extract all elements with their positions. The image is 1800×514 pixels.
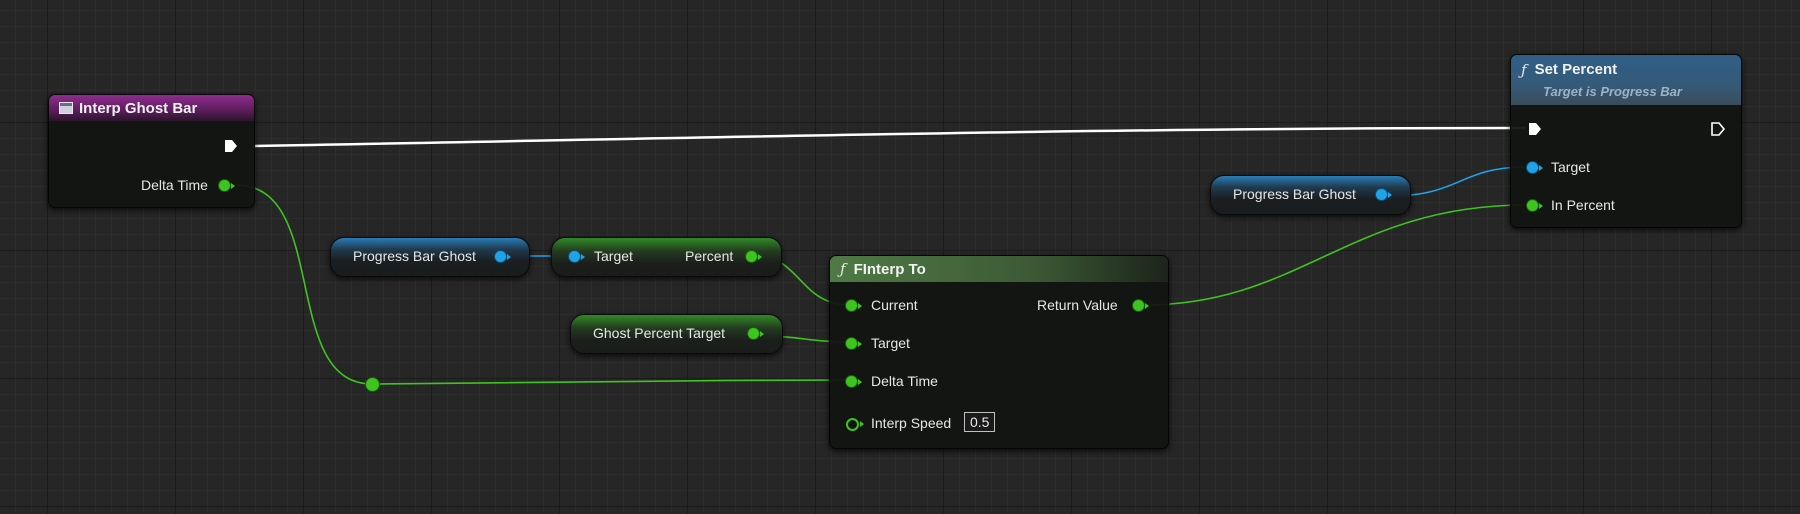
event-node-title: Interp Ghost Bar	[79, 99, 198, 117]
event-node-header: Interp Ghost Bar	[49, 95, 254, 121]
exec-wire	[252, 126, 1527, 148]
finterp-current-label: Current	[871, 297, 918, 313]
exec-out-pin-icon[interactable]	[223, 138, 239, 154]
set-percent-title: Set Percent	[1534, 61, 1618, 78]
finterp-return-value-pin[interactable]	[1133, 300, 1149, 311]
get-percent-node[interactable]: Target Percent	[551, 237, 782, 277]
exec-in-pin-icon[interactable]	[1527, 121, 1543, 137]
set-percent-in-percent-pin[interactable]	[1527, 200, 1543, 211]
finterp-to-title: FInterp To	[853, 260, 926, 278]
variable-label: Ghost Percent Target	[593, 325, 726, 341]
variable-label: Progress Bar Ghost	[353, 248, 476, 264]
set-percent-target-pin[interactable]	[1527, 162, 1543, 173]
progress-bar-ghost-out-pin[interactable]	[495, 251, 511, 262]
set-percent-node[interactable]: ƒ Set Percent Target is Progress Bar Tar…	[1510, 54, 1742, 228]
interp-speed-input[interactable]: 0.5	[964, 412, 996, 432]
finterp-interp-speed-pin[interactable]	[846, 418, 864, 431]
finterp-delta-time-pin[interactable]	[846, 376, 862, 387]
event-icon	[59, 102, 73, 114]
finterp-return-value-label: Return Value	[1037, 297, 1118, 313]
finterp-target-pin[interactable]	[846, 338, 862, 349]
get-percent-target-pin[interactable]	[569, 251, 585, 262]
finterp-delta-time-label: Delta Time	[871, 373, 938, 389]
variable-getter-ghost-percent-target[interactable]: Ghost Percent Target	[570, 314, 783, 354]
delta-time-pin[interactable]	[219, 180, 235, 191]
function-icon: ƒ	[1521, 61, 1527, 79]
finterp-interp-speed-label: Interp Speed	[871, 415, 952, 431]
set-percent-subtitle: Target is Progress Bar	[1543, 84, 1682, 99]
variable-getter-progress-bar-ghost[interactable]: Progress Bar Ghost	[330, 237, 530, 277]
exec-out-pin-icon[interactable]	[1710, 121, 1726, 137]
get-percent-out-pin[interactable]	[746, 251, 762, 262]
reroute-node[interactable]	[366, 378, 379, 391]
finterp-current-pin[interactable]	[846, 300, 862, 311]
variable-getter-progress-bar-ghost-2[interactable]: Progress Bar Ghost	[1210, 175, 1411, 215]
variable-label: Progress Bar Ghost	[1233, 186, 1356, 202]
wire-delta-time-reroute	[235, 184, 373, 385]
ghost-percent-target-out-pin[interactable]	[748, 328, 764, 339]
set-percent-in-percent-label: In Percent	[1551, 197, 1615, 213]
delta-time-label: Delta Time	[141, 177, 208, 193]
wire-reroute-finterp-delta	[377, 379, 849, 385]
event-node-interp-ghost-bar[interactable]: Interp Ghost Bar Delta Time	[48, 94, 255, 208]
progress-bar-ghost-2-out-pin[interactable]	[1376, 189, 1392, 200]
get-percent-target-label: Target	[594, 248, 633, 264]
finterp-to-header: ƒ FInterp To	[830, 256, 1168, 282]
get-percent-percent-label: Percent	[685, 248, 734, 264]
function-icon: ƒ	[840, 260, 846, 278]
set-percent-header: ƒ Set Percent Target is Progress Bar	[1511, 55, 1741, 105]
finterp-target-label: Target	[871, 335, 910, 351]
finterp-to-node[interactable]: ƒ FInterp To Current Return Value Target…	[829, 255, 1169, 449]
wire-return-in-percent	[1143, 204, 1527, 306]
set-percent-target-label: Target	[1551, 159, 1590, 175]
